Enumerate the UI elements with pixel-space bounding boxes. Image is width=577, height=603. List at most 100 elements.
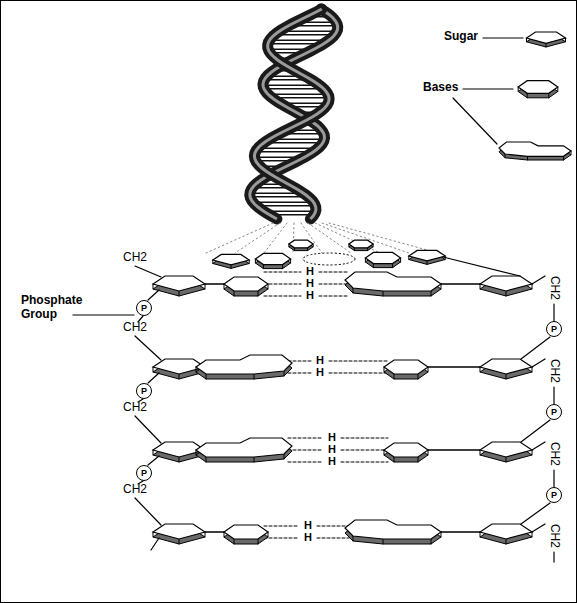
base-shape (365, 252, 400, 263)
backbone-line (135, 498, 161, 525)
hydrogen-bond (264, 296, 301, 297)
phosphate-symbol: P (551, 491, 557, 500)
sugar-shape (480, 524, 532, 539)
sugar-shape (153, 276, 205, 291)
base-shape-edge (254, 457, 255, 462)
sugar-shape (213, 254, 249, 265)
hydrogen-bond (288, 373, 311, 374)
sugar-shape-edge (480, 450, 481, 455)
glycosidic-bond (441, 283, 480, 285)
hydrogen-bond (288, 450, 323, 451)
base-icon (499, 142, 571, 156)
projection-line (308, 223, 351, 253)
hydrogen-bond (319, 296, 349, 297)
leader-line (73, 314, 134, 315)
base-shape-edge (234, 291, 235, 296)
chemical-group: CH2 (123, 251, 147, 265)
base-shape-edge (234, 539, 235, 544)
hydrogen-atom: H (327, 443, 337, 456)
hydrogen-atom: H (327, 455, 337, 468)
base-shape-edge (206, 457, 207, 462)
part-name: Phosphate Group (21, 294, 95, 322)
base-shape-edge (258, 539, 259, 544)
sugar-shape (480, 276, 532, 291)
base-shape (289, 240, 313, 248)
base-shape-edge (383, 539, 384, 544)
sugar-shape-edge (179, 457, 180, 462)
backbone-line (532, 524, 545, 532)
base-shape-edge (258, 291, 259, 296)
sugar-icon (527, 32, 566, 43)
leader-line (453, 98, 497, 144)
sugar-shape-edge (532, 284, 533, 289)
phosphate-symbol: P (551, 325, 557, 334)
base-shape (255, 253, 290, 264)
base-shape (384, 360, 428, 374)
phosphate-circle: P (546, 487, 562, 503)
hydrogen-bond (341, 450, 388, 451)
hydrogen-atom: H (305, 277, 315, 290)
phosphate-circle: P (136, 383, 152, 399)
base-shape-edge (206, 374, 207, 379)
phosphate-symbol: P (141, 304, 147, 313)
backbone-line (135, 266, 161, 277)
hydrogen-bond (264, 284, 301, 285)
sugar-shape-edge (153, 532, 154, 537)
phosphate-symbol: P (141, 387, 147, 396)
base-shape (224, 525, 268, 539)
backbone-line (521, 337, 550, 359)
backbone-line (148, 373, 159, 383)
base-shape-edge (284, 454, 285, 459)
backbone-line (553, 304, 554, 321)
hydrogen-atom: H (305, 289, 315, 302)
base-shape-edge (254, 374, 255, 379)
glycosidic-bond (205, 283, 224, 285)
projection-line (322, 223, 409, 253)
glycosidic-bond (441, 531, 480, 533)
sugar-shape-edge (179, 291, 180, 296)
leader-line (483, 37, 523, 38)
projection-line (206, 223, 273, 253)
base-shape-edge (353, 536, 354, 541)
base-shape-edge (353, 288, 354, 293)
projection-line (315, 223, 380, 253)
sugar-shape-edge (179, 374, 180, 379)
projection-line (235, 223, 280, 253)
hydrogen-atom: H (303, 519, 313, 532)
backbone-ribbon (254, 9, 329, 219)
hydrogen-bond (341, 438, 388, 439)
hydrogen-bond (341, 462, 388, 463)
sugar-shape-edge (205, 532, 206, 537)
base-shape (345, 272, 441, 291)
sugar-shape-edge (480, 284, 481, 289)
sugar-shape-edge (506, 457, 507, 462)
base-shape (349, 240, 373, 248)
backbone-ribbon (254, 9, 329, 219)
part-name: Bases (423, 81, 458, 95)
sugar-shape-edge (153, 450, 154, 455)
backbone-line (532, 276, 545, 284)
chemical-group: CH2 (123, 483, 147, 497)
backbone-line (151, 538, 159, 550)
sugar-shape-edge (480, 367, 481, 372)
base-shape-edge (394, 374, 395, 379)
sugar-shape (480, 359, 532, 374)
phosphate-symbol: P (141, 469, 147, 478)
chemical-group: CH2 (123, 401, 147, 415)
backbone-ribbon (250, 9, 338, 219)
hydrogen-bond (329, 361, 388, 362)
phosphate-circle: P (136, 300, 152, 316)
base-icon-edge (527, 93, 528, 98)
hydrogen-bond (264, 272, 301, 273)
sugar-shape-edge (506, 374, 507, 379)
hydrogen-bond (319, 272, 349, 273)
base-shape-edge (418, 457, 419, 462)
sugar-shape-edge (205, 284, 206, 289)
backbone-line (553, 552, 554, 562)
base-shape-edge (431, 539, 432, 544)
leader-line (463, 88, 513, 89)
hydrogen-bond (317, 526, 349, 527)
chemical-group: CH2 (123, 321, 147, 335)
backbone-line (148, 456, 159, 465)
